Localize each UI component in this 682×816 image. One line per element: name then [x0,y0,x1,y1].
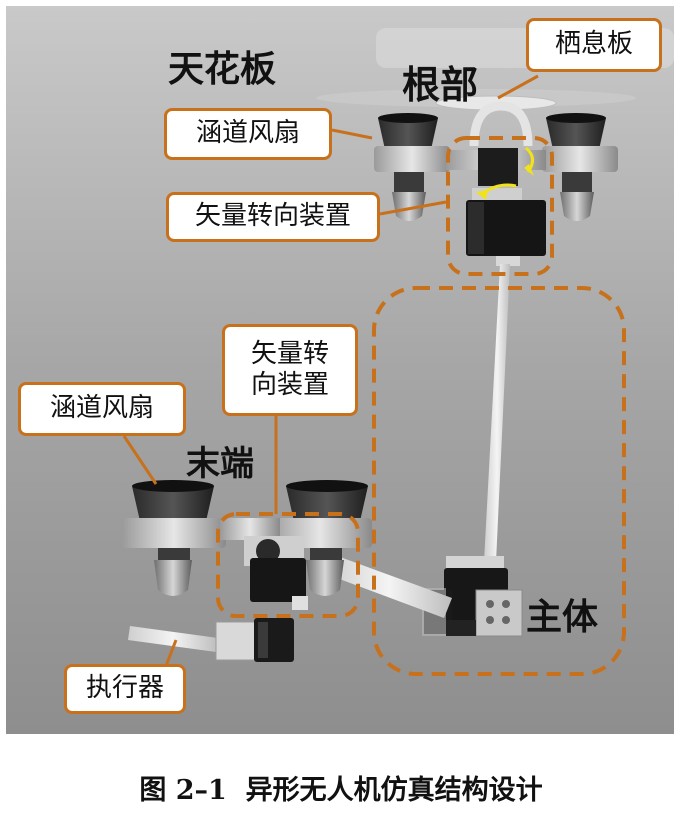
label-vector-device-end-line1: 矢量转 [250,338,329,369]
leader-actuator [164,639,178,667]
top-vector-device-highlight [446,136,554,276]
label-root: 根部 [402,63,479,107]
actuator [128,618,294,662]
label-vector-device-end: 矢量转 向装置 [222,324,358,416]
label-vector-device-top: 矢量转向装置 [166,192,380,242]
figure-caption: 图 2–1 异形无人机仿真结构设计 [0,768,682,807]
leader-perch-plate [497,74,539,100]
leader-vector-device-top [379,200,447,216]
top-vector-device [446,101,546,266]
label-vector-device-end-line2: 向装置 [250,370,329,400]
label-body: 主体 [526,597,599,638]
top-ducted-fan-left [374,113,450,221]
label-ducted-fan-top: 涵道风扇 [164,108,332,160]
label-ducted-fan-end: 涵道风扇 [18,382,186,436]
label-ceiling: 天花板 [168,49,277,90]
top-ducted-fan-right [542,113,618,221]
label-actuator: 执行器 [64,664,186,714]
robot-illustration [6,6,674,734]
robot-figure: 栖息板 涵道风扇 矢量转向装置 矢量转 向装置 涵道风扇 执行器 天花板 根部 … [6,6,674,734]
main-rod [484,264,510,562]
leader-ducted-fan-top [331,128,373,140]
label-perch-plate: 栖息板 [526,18,662,72]
label-end: 末端 [186,444,254,484]
end-vector-device-highlight [216,512,360,618]
end-vector-device [244,536,308,610]
rotation-arrows-icon [476,146,534,200]
leader-ducted-fan-end [122,435,158,485]
caption-title: 异形无人机仿真结构设计 [245,775,543,806]
main-body-highlight [372,286,626,676]
end-ducted-fan-left [122,480,226,596]
caption-number: 图 2–1 [139,775,227,806]
